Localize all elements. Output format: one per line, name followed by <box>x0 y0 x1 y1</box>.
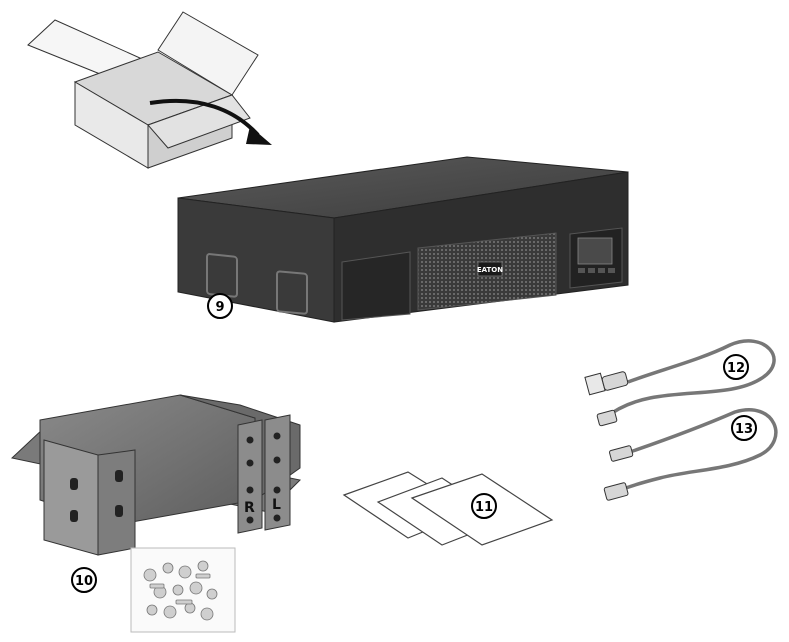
rail-left-label: L <box>272 497 281 513</box>
svg-text:12: 12 <box>727 361 745 376</box>
documents <box>342 471 554 546</box>
callout-documents: 11 <box>471 493 497 519</box>
open-box-icon <box>27 11 259 169</box>
rail-right-label: R <box>244 500 255 516</box>
rack-rails: R L <box>10 394 302 556</box>
svg-text:11: 11 <box>475 500 493 515</box>
svg-text:10: 10 <box>75 574 93 589</box>
usb-cable <box>603 408 778 501</box>
screw-kit <box>130 547 236 633</box>
eaton-logo: EATON <box>477 266 503 274</box>
svg-text:13: 13 <box>735 422 753 437</box>
callout-serial-cable: 12 <box>723 354 749 380</box>
curved-arrow-icon <box>149 98 272 145</box>
svg-text:9: 9 <box>215 300 224 315</box>
callout-rails: 10 <box>71 567 97 593</box>
callout-ups: 9 <box>207 293 233 319</box>
serial-cable <box>584 339 776 427</box>
ups-unit: EATON <box>177 156 629 323</box>
lcd-display <box>577 237 613 265</box>
callout-usb-cable: 13 <box>731 415 757 441</box>
